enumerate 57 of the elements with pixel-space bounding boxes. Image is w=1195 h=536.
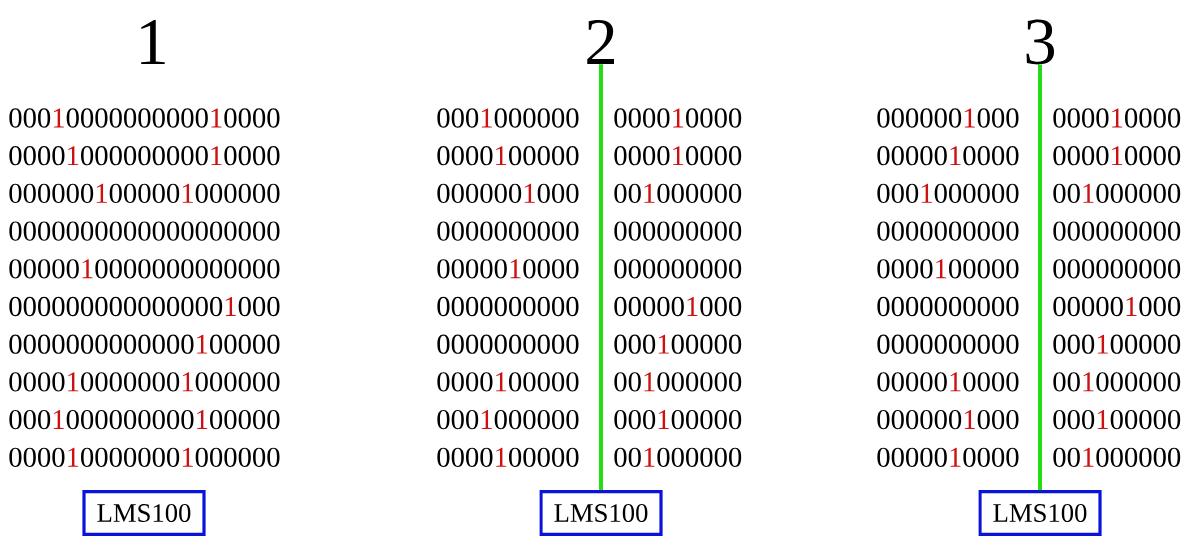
binary-row: 0000000000000001000: [9, 296, 280, 317]
binary-row: 000001000: [1053, 296, 1181, 317]
binary-row: 0000100000000010000: [9, 146, 280, 166]
binary-row: 000100000: [614, 334, 742, 354]
binary-row: 000100000: [1053, 334, 1181, 354]
binary-row: 0001000000: [877, 183, 1019, 204]
panel-number: 2: [587, 19, 614, 65]
binary-row: 0000100000: [437, 146, 579, 166]
binary-row: 0001000000: [437, 108, 579, 128]
label-box: LMS100: [82, 490, 206, 536]
binary-row: 001000000: [614, 447, 742, 467]
label-box: LMS100: [539, 490, 663, 536]
binary-row: 000010000: [614, 108, 742, 128]
binary-row: 0000001000001000000: [9, 183, 280, 204]
binary-row: 001000000: [1053, 372, 1181, 392]
binary-row: 0000000000: [877, 296, 1019, 317]
binary-row: 0000000000: [437, 334, 579, 354]
binary-row: 0000100000: [437, 447, 579, 467]
binary-row: 0000100000: [437, 372, 579, 392]
binary-row: 000010000: [1053, 108, 1181, 128]
binary-row: 000100000: [614, 409, 742, 430]
binary-row: 0000000000: [877, 221, 1019, 241]
binary-row: 0001000000: [437, 409, 579, 430]
binary-row: 0001000000000010000: [9, 108, 280, 128]
binary-row: 001000000: [614, 183, 742, 204]
binary-row: 000010000: [614, 146, 742, 166]
binary-row: 000000000: [614, 259, 742, 279]
binary-row: 000100000: [1053, 409, 1181, 430]
binary-row: 000000000: [614, 221, 742, 241]
binary-row: 0000010000: [437, 259, 579, 279]
binary-row: 0000010000: [877, 447, 1019, 467]
binary-row: 0001000000000100000: [9, 409, 280, 430]
binary-row: 0000000000000100000: [9, 334, 280, 354]
label-box: LMS100: [978, 490, 1102, 536]
binary-row: 0000010000000000000: [9, 259, 280, 279]
binary-row: 0000100000: [877, 259, 1019, 279]
binary-row: 0000000000000000000: [9, 221, 280, 241]
panel-number: 3: [1026, 19, 1055, 65]
binary-row: 0000001000: [437, 183, 579, 204]
binary-row: 0000010000: [877, 146, 1019, 166]
binary-row: 0000001000: [877, 108, 1019, 128]
binary-row: 001000000: [1053, 183, 1181, 204]
divider-line: [1038, 64, 1042, 491]
binary-row: 001000000: [614, 372, 742, 392]
binary-row: 000010000: [1053, 146, 1181, 166]
binary-row: 000000000: [1053, 259, 1181, 279]
binary-row: 0000000000: [877, 334, 1019, 354]
binary-row: 000001000: [614, 296, 742, 317]
binary-row: 0000010000: [877, 372, 1019, 392]
binary-row: 001000000: [1053, 447, 1181, 467]
binary-row: 0000000000: [437, 296, 579, 317]
binary-row: 0000001000: [877, 409, 1019, 430]
binary-row: 000000000: [1053, 221, 1181, 241]
panel-number: 1: [141, 20, 165, 64]
divider-line: [599, 64, 603, 491]
binary-row: 0000000000: [437, 221, 579, 241]
binary-row: 0000100000001000000: [9, 372, 280, 392]
